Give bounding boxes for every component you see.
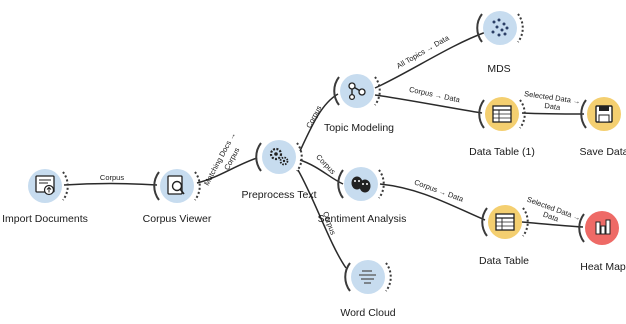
edge-sentiment-to-datatable[interactable]	[379, 183, 486, 221]
edge-topic-to-mds[interactable]	[374, 31, 487, 89]
topic-graph-icon	[348, 82, 366, 101]
edge-datatable1-to-save[interactable]	[521, 112, 585, 115]
node-word-cloud[interactable]: Word Cloud	[340, 260, 396, 319]
theater-masks-icon	[351, 176, 371, 193]
word-cloud-icon	[359, 270, 376, 284]
node-corpus-viewer[interactable]: Corpus Viewer	[143, 169, 212, 225]
edge-label-import-to-viewer: Corpus	[100, 173, 124, 182]
node-data-table-1[interactable]: Data Table (1)	[469, 97, 535, 158]
edge-preprocess-to-wordcloud[interactable]	[297, 169, 347, 269]
node-import-documents[interactable]: Import Documents	[2, 169, 88, 225]
node-circle-mds	[483, 11, 517, 45]
node-label-data-table-1: Data Table (1)	[469, 146, 535, 158]
edge-topic-to-datatable1[interactable]	[374, 94, 483, 114]
node-label-word-cloud: Word Cloud	[340, 307, 395, 319]
node-sentiment-analysis[interactable]: Sentiment Analysis	[318, 167, 407, 225]
node-label-heat-map: Heat Map	[580, 261, 626, 273]
edge-import-to-viewer[interactable]	[63, 182, 158, 186]
edge-viewer-to-preprocess[interactable]	[196, 157, 258, 184]
node-label-import-documents: Import Documents	[2, 213, 88, 225]
edge-label-preprocess-to-topic: Corpus	[304, 104, 323, 130]
corpus-viewer-icon	[167, 175, 185, 195]
node-label-data-table: Data Table	[479, 255, 529, 267]
floppy-disk-icon	[595, 105, 613, 123]
node-label-mds: MDS	[487, 63, 510, 75]
node-label-topic-modeling: Topic Modeling	[324, 122, 394, 134]
edge-preprocess-to-topic[interactable]	[299, 93, 339, 152]
node-preprocess-text[interactable]: Preprocess Text	[241, 140, 317, 201]
edge-datatable-to-heatmap[interactable]	[521, 221, 584, 228]
heat-map-icon	[595, 219, 611, 235]
node-data-table[interactable]: Data Table	[479, 205, 529, 267]
edge-preprocess-to-sentiment[interactable]	[299, 159, 344, 185]
table-icon	[495, 213, 515, 231]
node-label-save-data: Save Data	[579, 146, 626, 158]
edge-label-datatable1-to-save-bottom: Data	[544, 101, 562, 112]
node-topic-modeling[interactable]: Topic Modeling	[324, 74, 394, 134]
node-heat-map[interactable]: Heat Map	[578, 211, 626, 273]
node-mds[interactable]: MDS	[476, 11, 524, 75]
edges	[63, 31, 585, 269]
document-import-icon	[35, 175, 55, 196]
scatter-points-icon	[491, 18, 509, 37]
table-icon	[492, 105, 512, 123]
gears-icon	[269, 147, 289, 166]
node-save-data[interactable]: Save Data	[579, 97, 626, 158]
node-circle-word-cloud	[351, 260, 385, 294]
node-label-preprocess-text: Preprocess Text	[241, 189, 316, 201]
node-label-sentiment-analysis: Sentiment Analysis	[318, 213, 407, 225]
node-circle-topic-modeling	[340, 74, 374, 108]
edge-label-preprocess-to-sentiment: Corpus	[314, 152, 337, 176]
node-label-corpus-viewer: Corpus Viewer	[143, 213, 212, 225]
